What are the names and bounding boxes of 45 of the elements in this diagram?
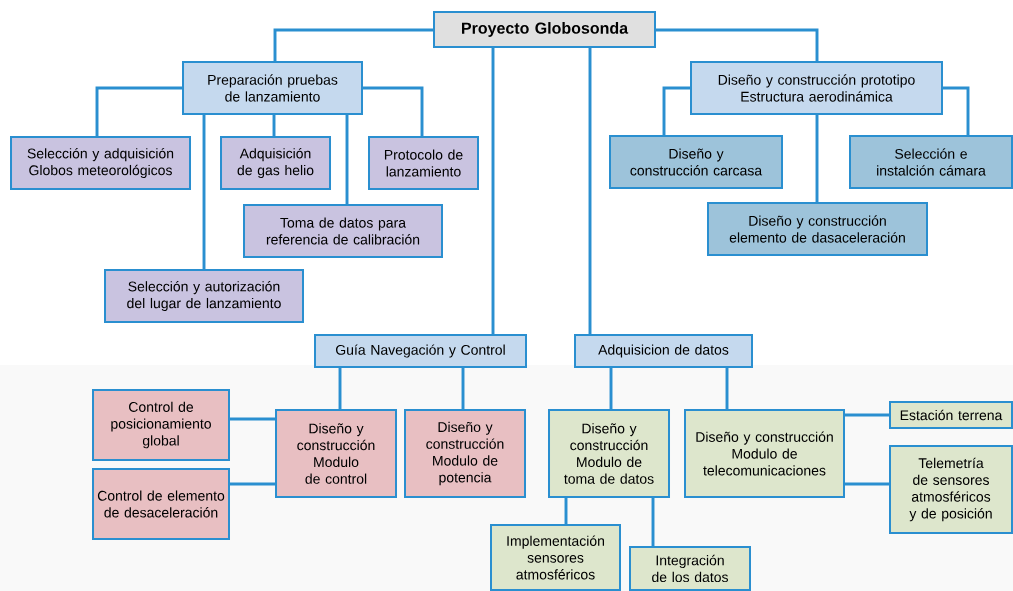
process-box: Adquisición de gas helio xyxy=(220,136,331,190)
connector-line xyxy=(942,86,970,136)
connector-line xyxy=(651,497,655,547)
process-box: Diseño y construcción Modulo de potencia xyxy=(404,409,526,498)
connector-line xyxy=(725,367,729,410)
connector-line xyxy=(229,417,276,421)
process-box: Control de elemento de desaceleración xyxy=(92,468,230,540)
connector-line xyxy=(229,482,276,486)
process-box: Diseño y construcción Modulo de toma de datos xyxy=(548,409,670,498)
process-box: Diseño y construcción carcasa xyxy=(609,135,783,189)
connector-line xyxy=(362,86,424,137)
connector-line xyxy=(609,367,613,410)
connector-line xyxy=(655,28,819,62)
process-box: Estación terrena xyxy=(889,401,1013,429)
connector-line xyxy=(338,367,342,410)
process-box: Selección e instalción cámara xyxy=(849,135,1013,189)
connector-line xyxy=(95,86,183,137)
connector-line xyxy=(273,28,434,62)
process-box: Protocolo de lanzamiento xyxy=(368,136,479,190)
connector-line xyxy=(815,114,819,203)
process-box: Diseño y construcción elemento de dasaceleración xyxy=(707,202,928,256)
process-box: Preparación pruebas de lanzamiento xyxy=(182,61,363,115)
process-box: Selección y autorización del lugar de lanzamiento xyxy=(104,269,304,323)
process-box: Control de posicionamiento global xyxy=(92,389,230,461)
connector-line xyxy=(461,367,465,410)
connector-line xyxy=(491,47,495,335)
process-box: Integración de los datos xyxy=(629,546,751,591)
process-box: Diseño y construcción prototipo Estructura aerodinámica xyxy=(690,61,943,115)
connector-line xyxy=(844,413,890,417)
connector-line xyxy=(588,47,592,335)
process-box: Diseño y construcción Modulo de control xyxy=(275,409,397,498)
connector-line xyxy=(662,86,691,136)
connector-line xyxy=(272,114,276,137)
connector-line xyxy=(345,114,349,205)
process-box: Telemetría de sensores atmosféricos y de posición xyxy=(889,445,1013,534)
connector-line xyxy=(844,482,890,486)
process-box: Guía Navegación y Control xyxy=(314,334,527,368)
connector-line xyxy=(564,497,568,525)
title-box: Proyecto Globosonda xyxy=(433,11,656,48)
process-box: Implementación sensores atmosféricos xyxy=(490,524,621,591)
process-box: Diseño y construcción Modulo de telecomunicaciones xyxy=(684,409,845,498)
process-box: Toma de datos para referencia de calibración xyxy=(243,204,443,258)
process-box: Selección y adquisición Globos meteorológicos xyxy=(10,136,191,190)
process-box: Adquisicion de datos xyxy=(574,334,753,368)
connector-line xyxy=(202,114,206,270)
